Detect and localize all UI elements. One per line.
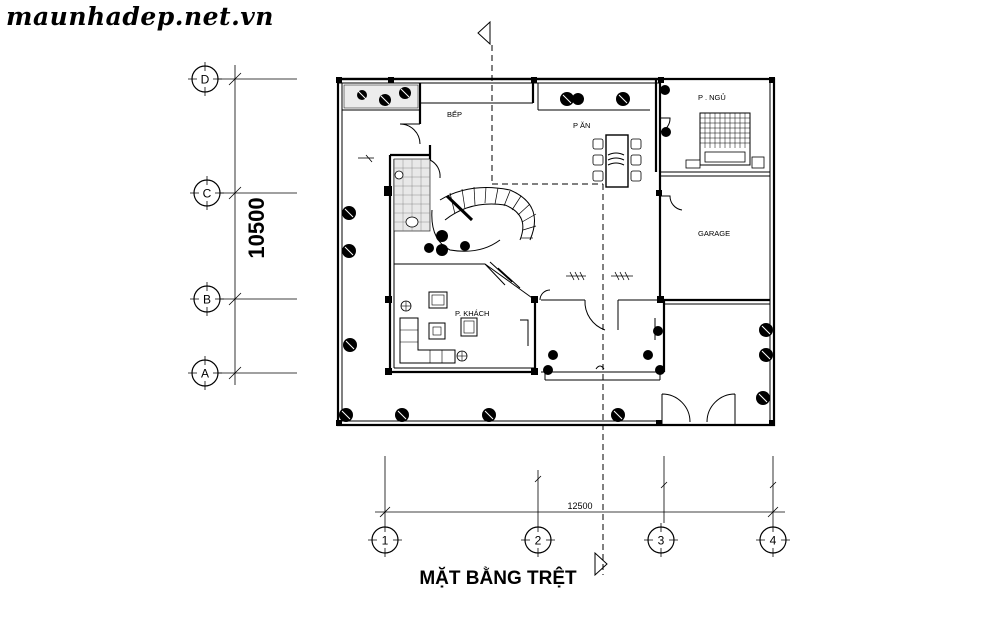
windows: [358, 154, 633, 281]
axis-marker-b: B: [190, 282, 224, 316]
toilet-room: [393, 158, 441, 232]
site-title: maunhadep.net.vn: [6, 2, 274, 31]
width-dimension: 12500: [567, 501, 592, 511]
garden-plants: [339, 84, 773, 422]
axis-label-c: C: [203, 187, 212, 201]
bed: [659, 112, 765, 169]
axis-marker-4: 4: [756, 523, 790, 557]
column-axes: 12500 1 2 3 4: [368, 456, 790, 557]
curved-staircase: [431, 186, 537, 289]
axis-label-3: 3: [658, 534, 665, 548]
section-cut-line: [477, 20, 608, 577]
structural-columns: [336, 77, 775, 426]
axis-label-b: B: [203, 293, 211, 307]
axis-marker-c: C: [190, 176, 224, 210]
dining-set: [592, 134, 642, 188]
axis-label-4: 4: [770, 534, 777, 548]
height-dimension: 10500: [244, 197, 269, 258]
axis-label-a: A: [201, 367, 209, 381]
axis-label-d: D: [201, 73, 210, 87]
plant-pot-icon: [548, 350, 558, 360]
room-label-living: P. KHÁCH: [455, 309, 489, 318]
room-label-bedroom: P . NGỦ: [698, 93, 726, 102]
section-arrow-top-icon: [477, 20, 491, 46]
room-label-garage: GARAGE: [698, 229, 730, 238]
axis-label-1: 1: [382, 534, 389, 548]
plan-caption: MẶT BẰNG TRỆT: [419, 567, 577, 589]
room-label-dining: P ĂN: [573, 121, 590, 130]
doors: [520, 195, 736, 425]
axis-marker-3: 3: [644, 523, 678, 557]
sink-icon: [394, 170, 404, 180]
section-arrow-bottom-icon: [594, 551, 608, 577]
axis-marker-a: A: [188, 356, 222, 390]
plant-pot-icon: [643, 350, 653, 360]
row-axes: D C B A 10500: [188, 62, 297, 390]
axis-marker-1: 1: [368, 523, 402, 557]
axis-marker-d: D: [188, 62, 222, 96]
axis-marker-2: 2: [521, 523, 555, 557]
axis-label-2: 2: [535, 534, 542, 548]
living-furniture: [399, 291, 653, 364]
toilet-bowl-icon: [405, 216, 419, 228]
room-label-kitchen: BẾP: [447, 109, 462, 119]
